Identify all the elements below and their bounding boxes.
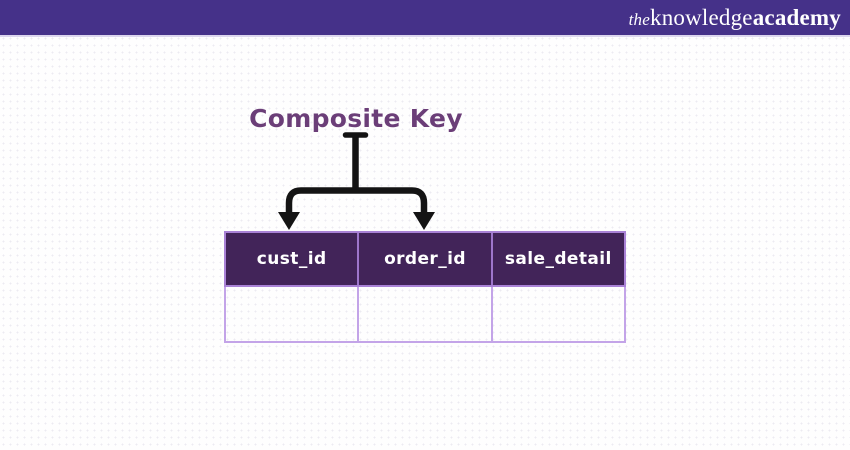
right-arrowhead-icon (413, 212, 435, 230)
diagram-title: Composite Key (249, 104, 463, 133)
logo-the: the (628, 10, 650, 29)
knowledge-academy-logo: theknowledgeacademy (629, 6, 841, 29)
table-cell-empty (357, 287, 490, 341)
composite-key-table: cust_id order_id sale_detail (224, 231, 626, 343)
logo-knowledge: knowledge (650, 5, 753, 30)
table-header-row: cust_id order_id sale_detail (224, 231, 626, 287)
column-header-cust-id: cust_id (256, 249, 327, 269)
column-header-sale-detail: sale_detail (490, 233, 624, 285)
brand-bar: theknowledgeacademy (0, 0, 850, 37)
table-cell-empty (226, 287, 357, 341)
logo-academy: academy (752, 5, 841, 30)
table-cell-empty (490, 287, 624, 341)
left-arrowhead-icon (278, 212, 300, 230)
bracket-line (285, 187, 428, 215)
column-header-order-id: order_id (357, 233, 490, 285)
table-row (224, 287, 626, 343)
